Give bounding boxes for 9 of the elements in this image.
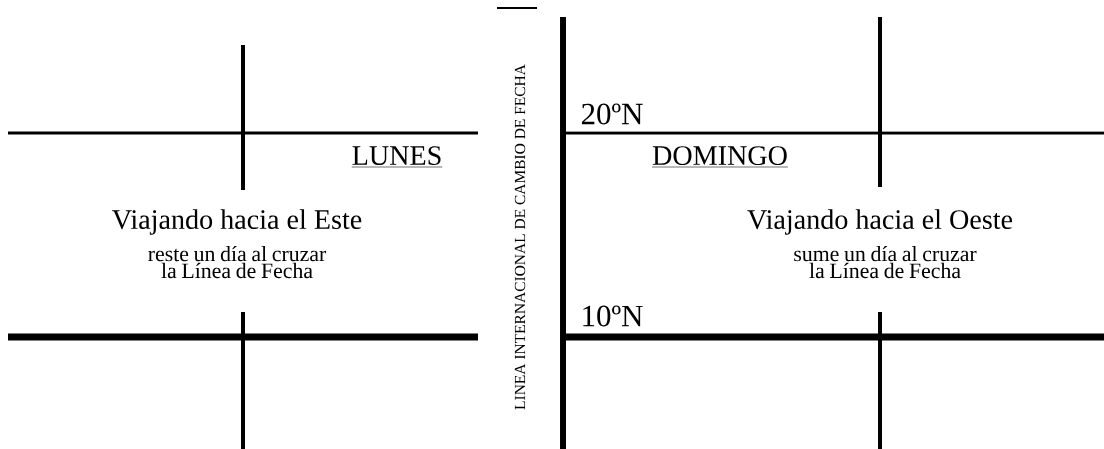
note-text: sume un día al cruzar la Línea de Fecha: [794, 245, 977, 279]
note-text: reste un día al cruzar la Línea de Fecha: [148, 245, 327, 279]
latitude-label: 10ºN: [583, 305, 643, 327]
label-text: Viajando hacia el Este: [112, 209, 362, 235]
day-label: LUNES: [351, 146, 443, 168]
latitude-label: 20ºN: [581, 103, 643, 125]
day-label: DOMINGO: [651, 146, 789, 168]
date-line-label: LINEA INTERNACIONAL DE CAMBIO DE FECHA: [514, 64, 526, 410]
label-text: Viajando hacia el Oeste: [747, 209, 1013, 235]
